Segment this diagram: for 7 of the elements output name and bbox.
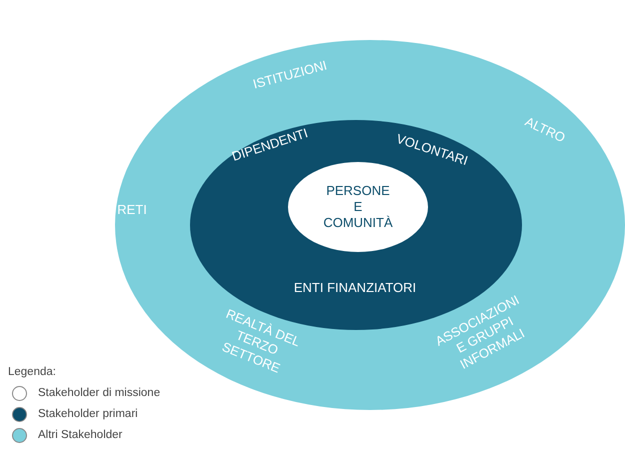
stakeholder-label: RETI — [116, 202, 148, 218]
stakeholder-label: PERSONE E COMUNITÀ — [323, 183, 393, 231]
legend-title: Legenda: — [8, 366, 56, 378]
legend-text: Stakeholder primari — [38, 408, 138, 420]
stakeholder-label: ENTI FINANZIATORI — [292, 280, 418, 296]
legend-text: Altri Stakeholder — [38, 429, 122, 441]
legend-text: Stakeholder di missione — [38, 387, 160, 399]
